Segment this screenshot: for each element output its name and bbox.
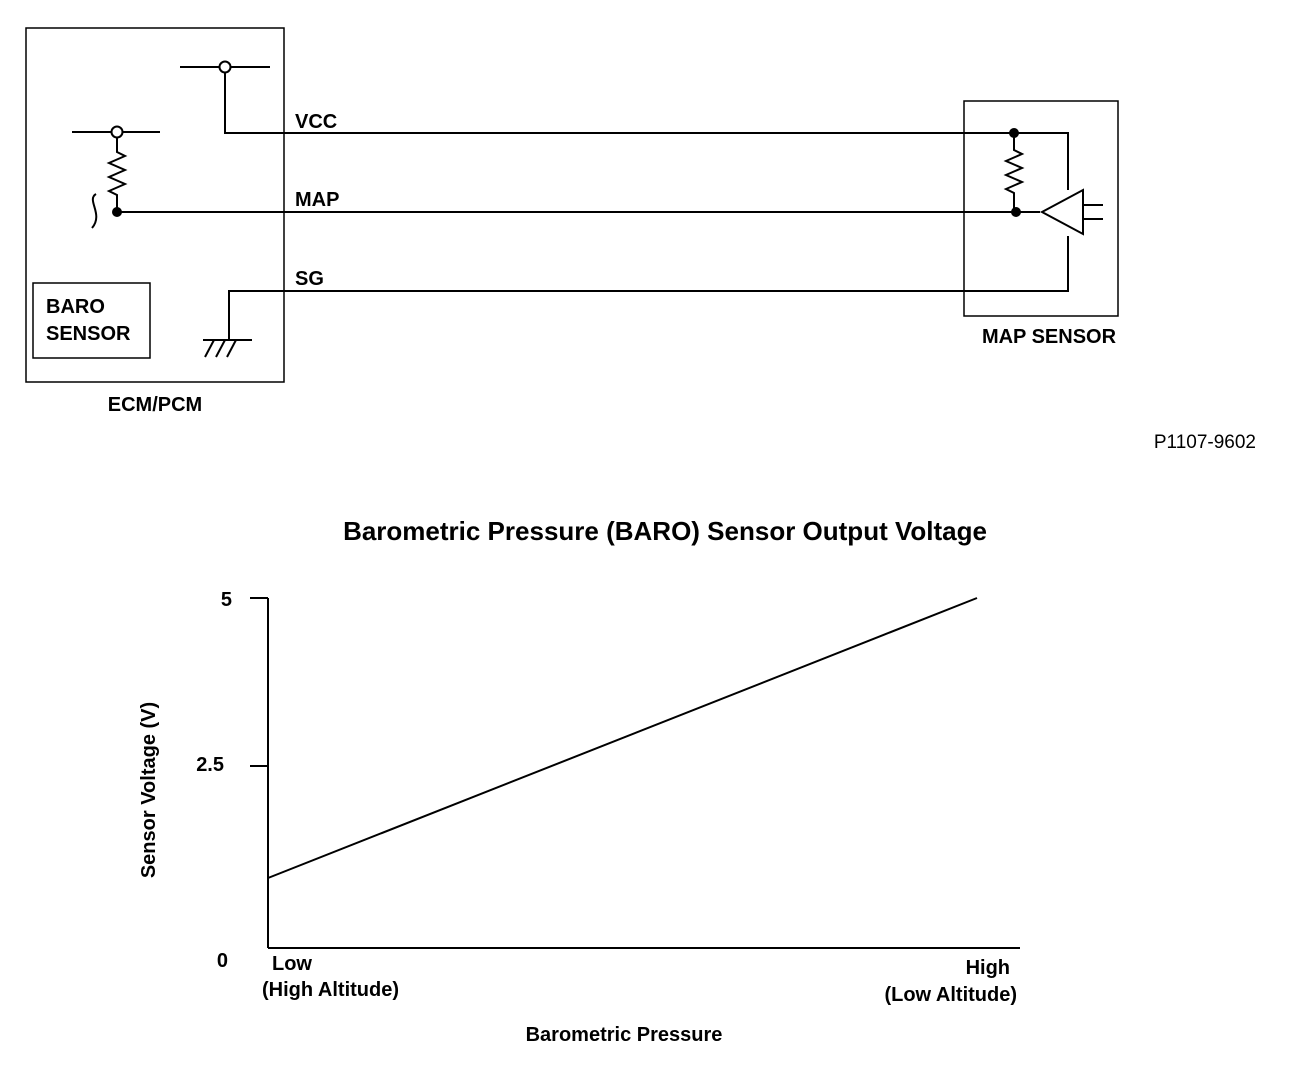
y-tick-label-5: 5 xyxy=(221,589,232,611)
ecm-pcm-box xyxy=(25,27,285,383)
ecm-pullup-resistor xyxy=(106,138,128,212)
ground-hatch-3 xyxy=(226,339,237,358)
x-high-label-line2: (Low Altitude) xyxy=(884,984,1017,1006)
map-sensor-box xyxy=(963,100,1119,317)
x-low-label-line2: (High Altitude) xyxy=(262,979,399,1001)
map-sensor-amplifier-symbol xyxy=(1039,188,1084,236)
x-low-label-line1: Low xyxy=(272,953,312,975)
figure-code: P1107-9602 xyxy=(1154,432,1256,453)
sg-wire-label: SG xyxy=(295,268,324,290)
x-high-label-line1: High xyxy=(966,957,1010,979)
x-axis-label: Barometric Pressure xyxy=(526,1024,723,1046)
vcc-wire-label: VCC xyxy=(295,111,337,133)
map-input-squiggle xyxy=(91,193,98,229)
ground-hatch-2 xyxy=(215,339,226,358)
ecm-map-node xyxy=(112,207,122,217)
y-tick-label-0: 0 xyxy=(217,950,228,972)
map-sensor-label: MAP SENSOR xyxy=(982,326,1117,348)
baro-sensor-label-line2: SENSOR xyxy=(46,323,131,345)
sg-wire xyxy=(228,236,1069,340)
ecm-pcm-label: ECM/PCM xyxy=(108,394,202,416)
chart-title: Barometric Pressure (BARO) Sensor Output… xyxy=(343,516,987,546)
y-axis-label: Sensor Voltage (V) xyxy=(138,702,160,878)
map-wire-label: MAP xyxy=(295,189,339,211)
baro-sensor-box xyxy=(32,282,151,359)
pullup-source-terminal xyxy=(110,125,124,139)
ground-hatch-1 xyxy=(204,339,215,358)
y-tick-label-2-5: 2.5 xyxy=(196,754,224,776)
voltage-series-line xyxy=(267,597,978,879)
vcc-source-terminal xyxy=(218,60,232,74)
vcc-wire xyxy=(224,73,1069,190)
baro-sensor-label-line1: BARO xyxy=(46,296,105,318)
map-sensor-resistor xyxy=(1003,133,1025,212)
map-sensor-output-node xyxy=(1011,207,1021,217)
